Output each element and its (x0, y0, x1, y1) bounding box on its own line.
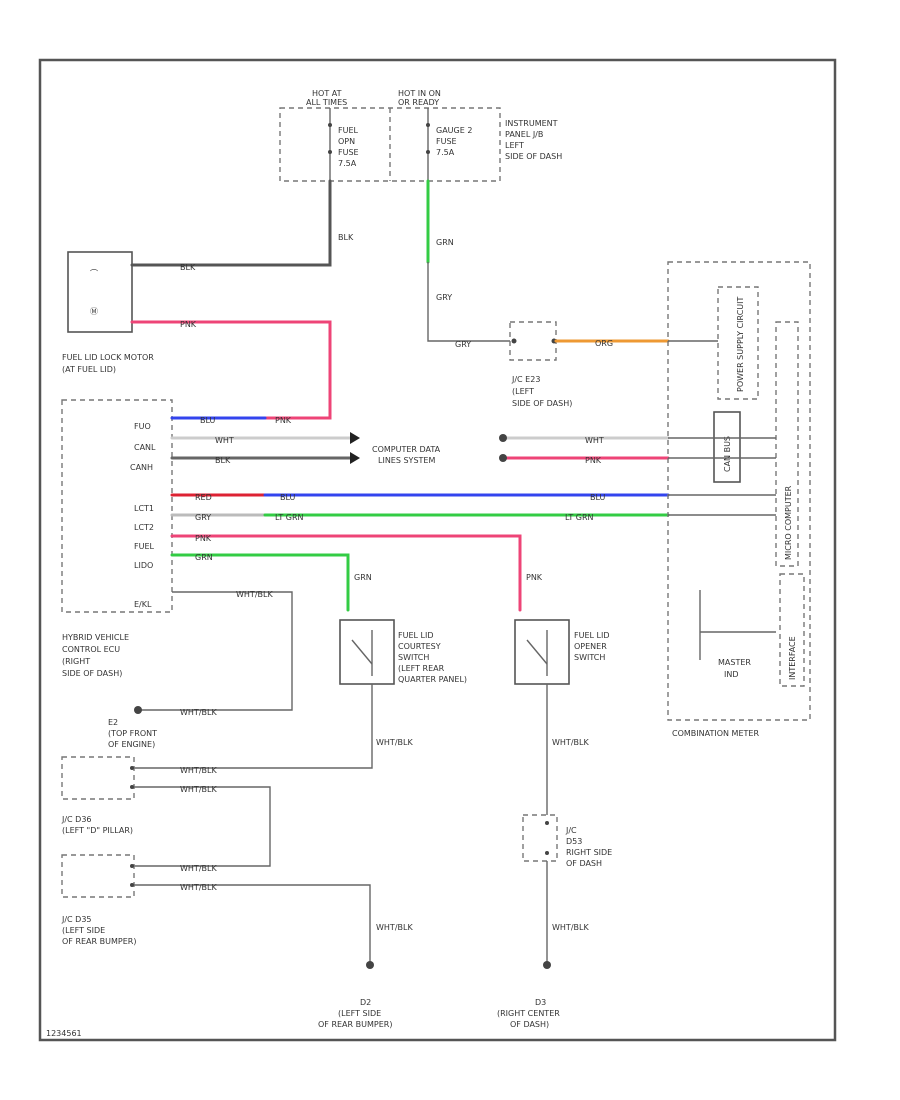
wire-label-pnk-5: PNK (526, 573, 543, 582)
hybrid-vehicle-control-ecu: FUO CANL CANH LCT1 LCT2 FUEL LIDO E/KL H… (61, 399, 173, 678)
diagram-code: 1234561 (46, 1029, 82, 1038)
ecu-pin-fuel: FUEL (134, 542, 155, 551)
wire-label-whtblk-6: WHT/BLK (552, 923, 589, 932)
wire-label-blu-2: BLU (280, 493, 296, 502)
wire-label-whtblk-9: WHT/BLK (180, 883, 217, 892)
wire-label-pnk-3: PNK (585, 456, 602, 465)
wire-label-whtblk-10: WHT/BLK (376, 923, 413, 932)
wire-label-blk-2: BLK (338, 233, 354, 242)
wire-label-ltgrn-1: LT GRN (275, 513, 304, 522)
ecu-pin-canl: CANL (134, 443, 156, 452)
motor-symbol-icon: Ⓜ (90, 307, 98, 316)
junction-connector-d36: J/C D36(LEFT "D" PILLAR) (61, 756, 135, 835)
wire-label-gry-2: GRY (455, 340, 471, 349)
ecu-pin-ekl: E/KL (134, 600, 152, 609)
wire-label-whtblk-2: WHT/BLK (236, 590, 273, 599)
ecu-pin-lct2: LCT2 (134, 523, 154, 532)
wire-label-pnk-1: PNK (180, 320, 197, 329)
interface-label: INTERFACE (788, 636, 797, 680)
wire-label-grn-3: GRN (354, 573, 372, 582)
fuel-lid-lock-motor: ⌒ Ⓜ FUEL LID LOCK MOTOR(AT FUEL LID) (62, 251, 154, 374)
wire-label-pnk-4: PNK (195, 534, 212, 543)
can-bus-label: CAN BUS (723, 436, 732, 472)
power-supply-circuit-label: POWER SUPPLY CIRCUIT (736, 297, 745, 393)
wire-label-wht-1: WHT (215, 436, 234, 445)
ecu-pin-lido: LIDO (134, 561, 153, 570)
wire-label-whtblk-8: WHT/BLK (180, 864, 217, 873)
combination-meter-label: COMBINATION METER (672, 729, 759, 738)
wire-label-gry-3: GRY (195, 513, 211, 522)
wire-pnk-motor (130, 320, 332, 420)
wire-label-blu-1: BLU (200, 416, 216, 425)
wire-label-whtblk-7: WHT/BLK (180, 785, 217, 794)
wire-label-grn-2: GRN (195, 553, 213, 562)
wire-label-blu-3: BLU (590, 493, 606, 502)
combination-meter: POWER SUPPLY CIRCUIT CAN BUS MICRO COMPU… (667, 261, 811, 738)
wire-label-grn-1: GRN (436, 238, 454, 247)
wire-label-gry-1: GRY (436, 293, 452, 302)
arrow-canl-icon (350, 432, 360, 444)
ecu-pin-canh: CANH (130, 463, 153, 472)
wire-label-whtblk-5: WHT/BLK (552, 738, 589, 747)
wire-label-org-1: ORG (595, 339, 613, 348)
wire-label-wht-2: WHT (585, 436, 604, 445)
wire-label-blk-3: BLK (215, 456, 231, 465)
wire-grn-lido (170, 553, 350, 612)
wire-label-red-1: RED (195, 493, 212, 502)
wire-label-whtblk-4: WHT/BLK (180, 766, 217, 775)
diagram-frame (38, 58, 837, 1042)
wire-label-blk-1: BLK (180, 263, 196, 272)
lock-motor-label: FUEL LID LOCK MOTOR(AT FUEL LID) (62, 353, 154, 374)
wire-blk-motor (130, 179, 332, 267)
wire-label-whtblk-1: WHT/BLK (180, 708, 217, 717)
ecu-pin-fuo: FUO (134, 422, 151, 431)
motor-arrow-icon: ⌒ (90, 269, 98, 278)
micro-computer-label: MICRO COMPUTER (784, 485, 793, 560)
arrow-canh-icon (350, 452, 360, 464)
wire-label-pnk-2: PNK (275, 416, 292, 425)
wire-whtblk-ekl (138, 591, 293, 711)
wire-label-whtblk-3: WHT/BLK (376, 738, 413, 747)
ecu-pin-lct1: LCT1 (134, 504, 154, 513)
jc-d36-label: J/C D36(LEFT "D" PILLAR) (61, 815, 133, 835)
wire-label-ltgrn-2: LT GRN (565, 513, 594, 522)
wire-pnk-fuel (170, 534, 522, 612)
